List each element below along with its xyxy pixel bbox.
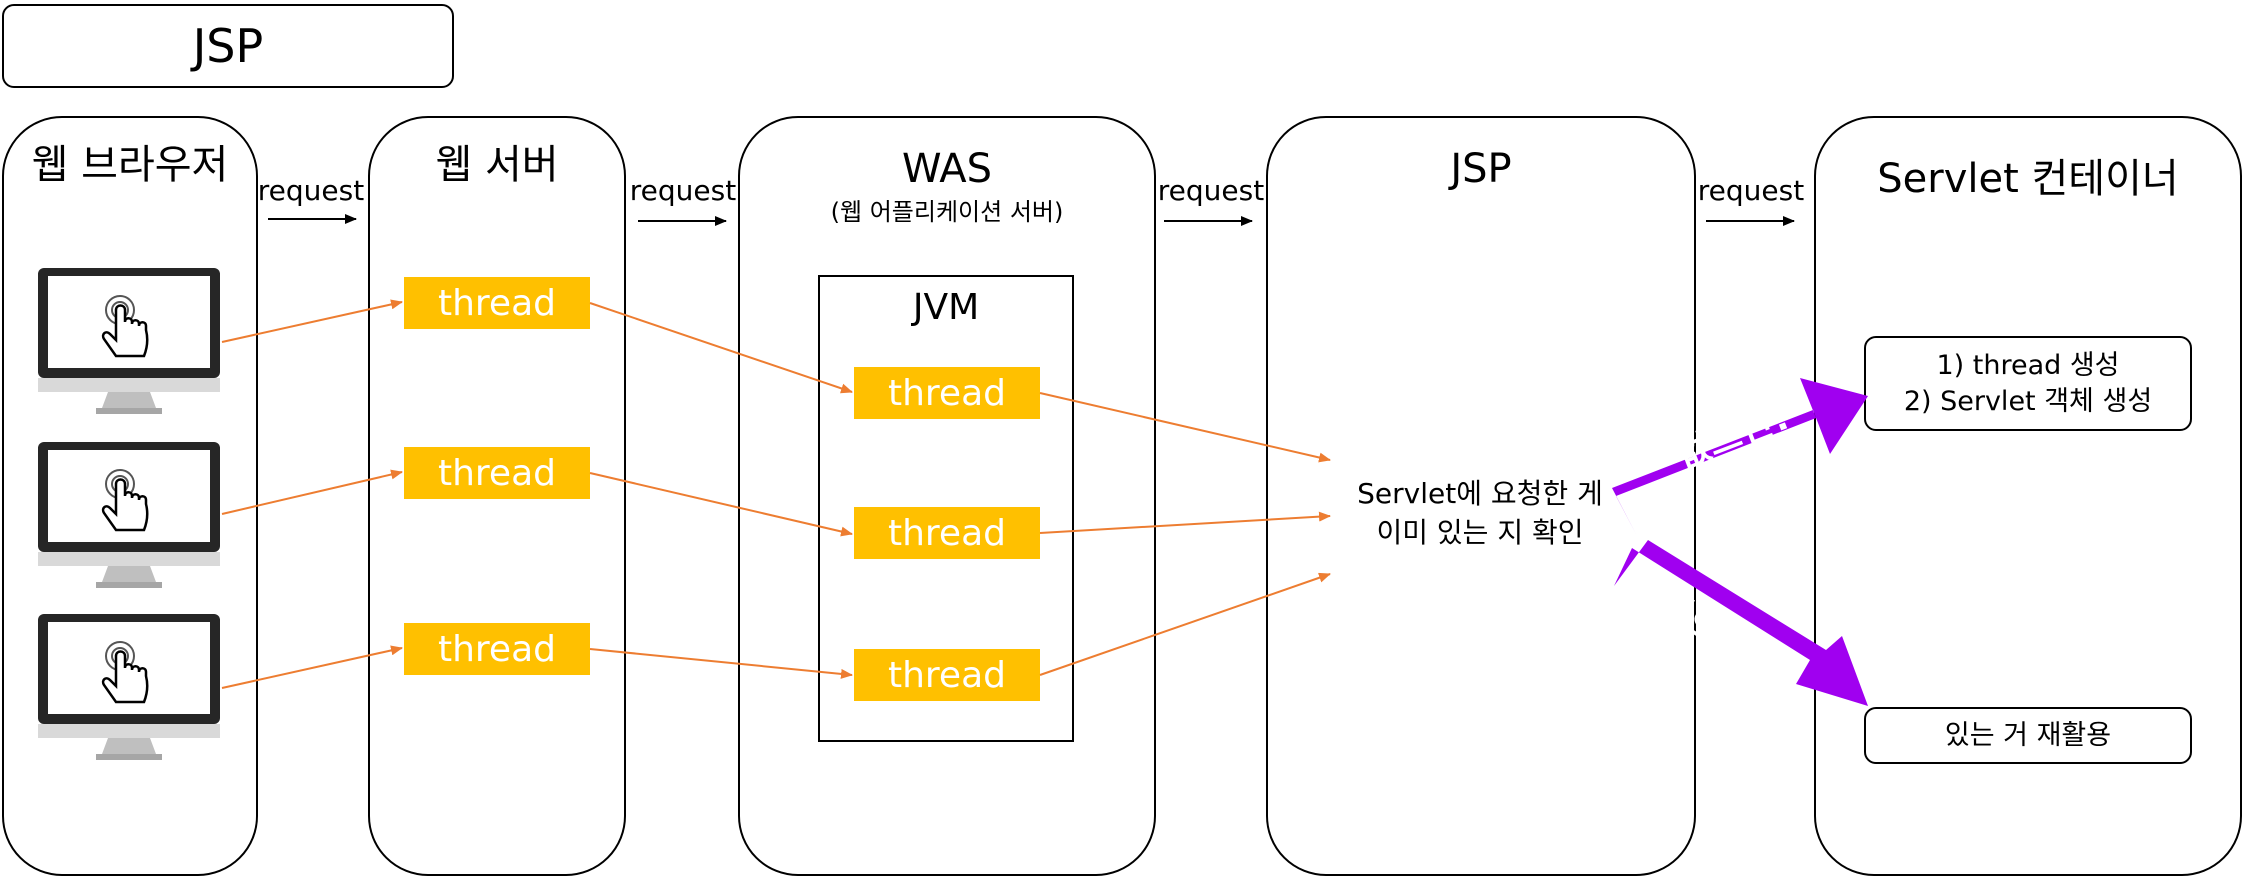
missing-result-box: 1) thread 생성 2) Servlet 객체 생성: [1864, 336, 2192, 431]
flow-jvm-to-jsp-2: [1039, 511, 1331, 534]
was-panel-subtitle: (웹 어플리케이션 서버): [830, 198, 1064, 226]
jsp-panel-title: JSP: [1450, 146, 1512, 192]
flow-browser-to-webserver-2: [221, 469, 403, 515]
flow-webserver-to-jvm-2: [589, 472, 853, 537]
monitor-touch-icon: [38, 614, 220, 760]
flow-jvm-to-jsp-3: [1039, 572, 1331, 676]
webserver-thread-3: thread: [404, 623, 590, 675]
container-panel-title: Servlet 컨테이너: [1877, 156, 2179, 202]
servlet-check-line2: 이미 있는 지 확인: [1376, 516, 1584, 550]
webserver-thread-2: thread: [404, 447, 590, 499]
request-label-1: request: [257, 174, 365, 207]
exists-result-text: 있는 거 재활용: [1944, 719, 2112, 751]
request-label-4: request: [1697, 174, 1805, 207]
flow-jvm-to-jsp-1: [1039, 392, 1331, 463]
monitor-touch-icon: [38, 442, 220, 588]
exists-branch-arrow: [1614, 540, 1868, 706]
exists-result-box: 있는 거 재활용: [1864, 707, 2192, 764]
flow-browser-to-webserver-1: [221, 299, 403, 343]
missing-branch-arrow: [1612, 378, 1868, 534]
jvm-label: JVM: [912, 287, 980, 328]
monitor-touch-icon: [38, 268, 220, 414]
flow-browser-to-webserver-3: [221, 645, 403, 689]
request-label-3: request: [1157, 174, 1265, 207]
jvm-thread-1: thread: [854, 367, 1040, 419]
webserver-panel-title: 웹 서버: [435, 142, 559, 188]
browser-panel-title: 웹 브라우저: [31, 142, 229, 188]
request-label-2: request: [629, 174, 737, 207]
was-panel: WAS (웹 어플리케이션 서버): [738, 116, 1156, 876]
servlet-check-line1: Servlet에 요청한 게: [1357, 477, 1603, 510]
webserver-thread-1: thread: [404, 277, 590, 329]
flow-webserver-to-jvm-3: [589, 648, 853, 679]
missing-result-line1: 1) thread 생성: [1936, 350, 2120, 382]
diagram-title: JSP: [2, 4, 454, 88]
jvm-thread-3: thread: [854, 649, 1040, 701]
jsp-panel: JSP: [1266, 116, 1696, 876]
jvm-thread-2: thread: [854, 507, 1040, 559]
flow-webserver-to-jvm-1: [589, 302, 853, 394]
servlet-check-text: Servlet에 요청한 게 이미 있는 지 확인: [1330, 474, 1630, 552]
missing-result-line2: 2) Servlet 객체 생성: [1903, 385, 2153, 417]
was-panel-title: WAS: [901, 146, 993, 192]
jvm-box: JVM: [818, 275, 1074, 742]
